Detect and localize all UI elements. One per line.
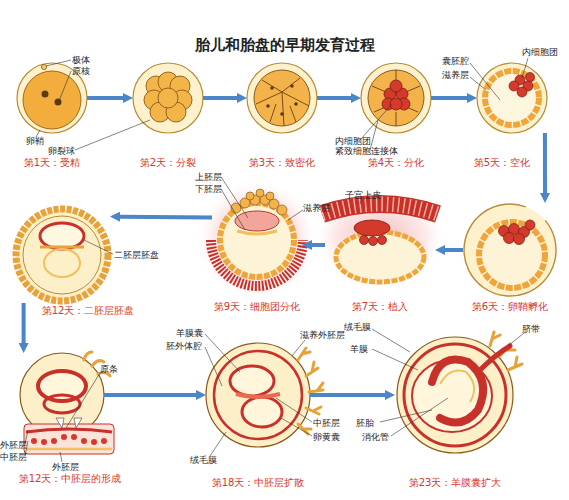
part-label: 囊胚腔 [442,56,469,66]
part-label: 内细胞团 [335,136,371,146]
stage-caption: 第5天：空化 [474,157,530,169]
stage-node: 第5天：空化 [477,63,547,133]
stage-node: 第4天：分化 [361,63,431,133]
stage-caption: 第3天：致密化 [249,157,315,169]
part-label: 绒毛膜 [190,455,217,465]
stage-caption: 第2天：分裂 [140,157,196,169]
diagram-title: 胎儿和胎盘的早期发育过程 [0,36,569,55]
part-label: 脐带 [522,324,540,334]
bilaminar-disc [16,209,108,301]
amnion-expansion [397,332,522,453]
flow-arrow [203,96,237,100]
stage-node: 第7天：植入 [325,205,435,285]
part-label: 内细胞团 [522,47,558,57]
hatching-blastocyst [464,204,556,296]
part-label: 羊膜囊 [176,328,203,338]
part-label: 子宫上皮 [345,190,381,200]
flow-arrow [120,215,212,220]
flow-arrow [22,303,26,343]
differentiating-morula [361,63,431,133]
part-label: 胚外体腔 [166,341,202,351]
stage-node: 第2天：分裂 [133,63,203,133]
stage-caption: 第6天：卵鞘孵化 [472,301,548,313]
part-label: 下胚层 [195,184,222,194]
flow-arrow [543,133,547,193]
flow-arrow [317,96,351,100]
stage-caption: 第9天：细胞团分化 [214,301,300,313]
part-label: 胚胎 [356,418,374,428]
stage-node: 第18天：中胚层扩散 [206,343,310,447]
flow-arrow [445,248,463,252]
flow-arrow [104,393,196,397]
part-label: 外胚层 [52,462,79,472]
part-label: 上胚层 [195,172,222,182]
part-label: 卵黄囊 [313,432,340,442]
part-label: 原核 [72,66,90,76]
stage-node: 第3天：致密化 [247,63,317,133]
implantation [314,190,446,286]
part-label: 绒毛膜 [344,322,371,332]
blastocyst [477,63,547,133]
part-label: 羊膜 [350,344,368,354]
inner-cell-mass-differentiation [195,178,319,302]
mesoderm-spread [206,343,323,447]
part-label: 卵裂球 [48,146,75,156]
part-label: 原条 [100,364,118,374]
part-label: 外胚层 [0,440,27,450]
stage-node: 第12天：中胚层的形成 [20,353,104,437]
stage-node: 第9天：细胞团分化 [212,195,302,285]
part-label: 紧致细胞连接体 [335,146,398,156]
compaction-morula [247,63,317,133]
part-label: 滋养层 [303,203,330,213]
part-label: 二胚层胚盘 [114,250,159,260]
stage-node: 第12天：二胚层胚盘 [14,207,110,303]
stage-caption: 第12天：中胚层的形成 [19,473,122,485]
flow-arrow [312,243,325,247]
stage-caption: 第1天：受精 [24,157,80,169]
part-label: 滋养外胚层 [300,330,345,340]
stage-caption: 第12天：二胚层胚盘 [42,305,135,317]
stage-caption: 第18天：中胚层扩散 [212,477,305,489]
stage-caption: 第4天：分化 [368,157,424,169]
part-label: 消化管 [362,432,389,442]
flow-arrow [310,393,385,397]
part-label: 极体 [72,55,90,65]
stage-node: 第6天：卵鞘孵化 [463,203,557,297]
flow-arrow [431,96,467,100]
flow-arrow [87,96,123,100]
part-label: 中胚层 [313,418,340,428]
stage-node: 第23天：羊膜囊扩大 [395,335,515,455]
part-label: 卵鞘 [26,136,44,146]
part-label: 中胚层 [0,452,27,462]
leader-lines [25,58,528,462]
part-label: 滋养层 [442,70,469,80]
stage-caption: 第23天：羊膜囊扩大 [409,477,502,489]
stage-caption: 第7天：植入 [352,301,408,313]
mesoderm-formation [20,352,114,454]
